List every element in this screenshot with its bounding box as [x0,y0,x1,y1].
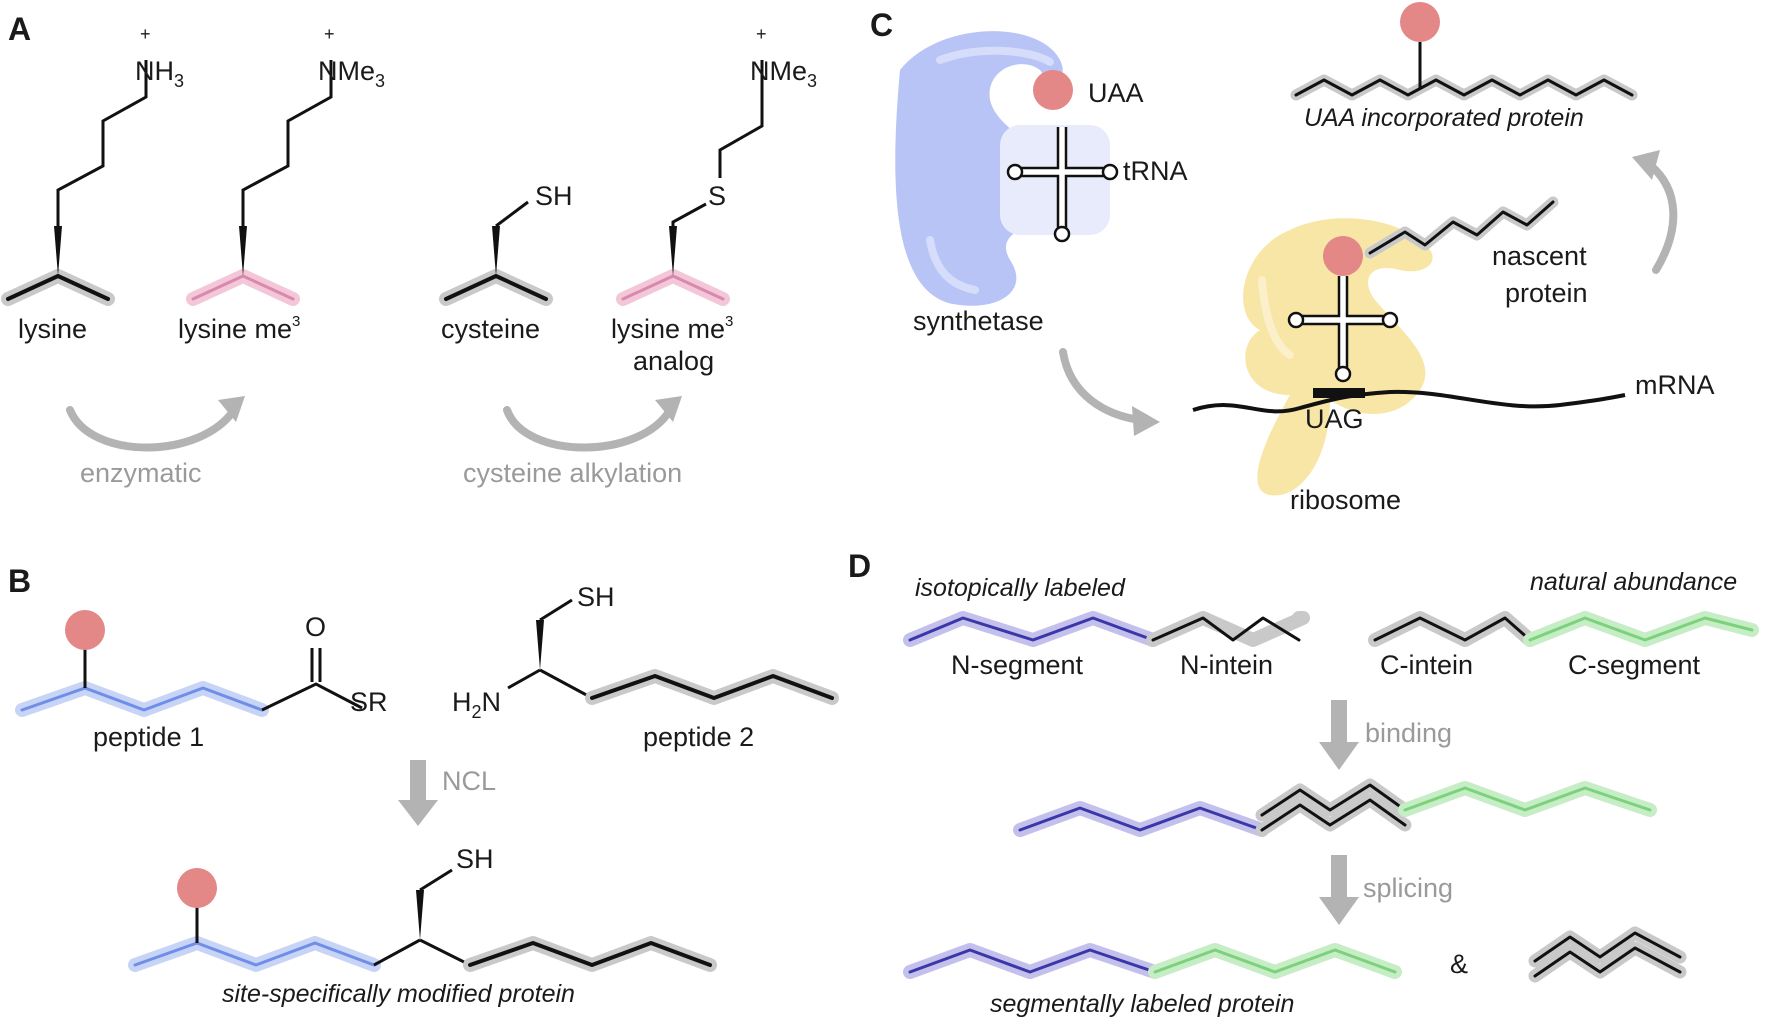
sh-top: SH [577,582,615,612]
panel-label-b: B [8,563,31,599]
panel-b: O SR peptide 1 H2N SH peptide 2 NCL SH s… [15,582,839,1008]
lysine-structure: + NH3 lysine [1,24,184,344]
n-intein-chain [1151,616,1301,642]
sh-group: SH [535,181,573,211]
panel-c: synthetase UAA tRNA UAA incorporated pro… [895,2,1715,515]
product-blue-chain [133,941,376,967]
panel-label-d: D [848,548,871,584]
c-segment-chain [1528,616,1754,642]
lysine-me3-structure: + NMe3 lysine me3 [178,24,385,344]
ncl-arrow [398,800,438,826]
enzymatic-arrowhead [218,396,245,422]
panel-a: + NH3 lysine + NMe3 lysine me3 SH cystei… [1,24,817,488]
synthetase-arrow [1059,348,1144,424]
bound-c-intein [1260,783,1407,817]
nascent-uaa-ball [1323,236,1363,276]
sh-bottom: SH [456,844,494,874]
alkylation-label: cysteine alkylation [463,458,682,488]
product-n-segment [908,948,1157,974]
natural-label: natural abundance [1530,568,1737,596]
uaa-protein-chain [1294,78,1634,97]
bound-c-segment [1403,786,1652,812]
lysine-me3-analog-label: lysine me3 [611,313,733,344]
trna-ribosome [1287,276,1399,383]
nh3-charge: + [140,24,151,44]
product-c-segment [1153,948,1397,974]
thioester-sr: SR [350,687,388,717]
panel-label-a: A [8,11,31,47]
segmental-product-label: segmentally labeled protein [990,990,1294,1018]
protein-label: protein [1505,278,1588,308]
peptide-2-chain [590,674,834,700]
ribosome-label: ribosome [1290,485,1401,515]
peptide-2-label: peptide 2 [643,722,754,752]
cysteine-structure: SH cysteine [439,181,573,344]
analog-label: analog [633,346,714,376]
binding-label: binding [1365,718,1452,748]
excised-intein-upper [1533,931,1682,963]
cysteine-label: cysteine [441,314,540,344]
product-label: site-specifically modified protein [222,980,575,1008]
lysine-me3-analog-structure: S + NMe3 lysine me3 analog [611,24,817,376]
c-intein-label: C-intein [1380,650,1473,680]
panel-d: isotopically labeled natural abundance N… [903,568,1759,1018]
n-segment-chain [908,616,1155,642]
excised-intein-lower [1533,946,1682,978]
nme3-analog-charge: + [756,24,767,44]
n-segment-label: N-segment [951,650,1084,680]
lysine-me3-label: lysine me3 [178,313,300,344]
enzymatic-arrow [66,406,238,452]
alkylation-arrow [503,406,674,452]
binding-arrow [1319,742,1359,770]
nh3-group: NH3 [135,56,184,91]
peptide-1-chain [20,686,264,712]
nme3-analog-group: NMe3 [750,56,817,91]
modification-ball [65,610,105,650]
nascent-label: nascent [1492,241,1587,271]
c-segment-label: C-segment [1568,650,1701,680]
uaa-protein-label: UAA incorporated protein [1304,104,1584,132]
mrna-strand [1192,389,1626,414]
splicing-label: splicing [1363,873,1453,903]
incorporated-uaa-ball [1400,2,1440,42]
ncl-label: NCL [442,766,496,796]
mrna-label: mRNA [1635,370,1715,400]
amine-group: H2N [452,687,501,722]
c-intein-chain [1373,616,1532,642]
trna-label: tRNA [1123,156,1188,186]
sulfur-atom: S [708,181,726,211]
bound-n-segment [1018,806,1264,832]
n-intein-label: N-intein [1180,650,1273,680]
trna-synthetase [1000,125,1119,243]
splicing-arrow [1319,897,1359,925]
product-gray-chain [468,941,712,967]
lysine-label: lysine [18,314,87,344]
nascent-chain [1368,200,1555,255]
ampersand: & [1450,949,1468,979]
uag-codon [1313,388,1365,398]
synthetase-label: synthetase [913,306,1044,336]
panel-label-c: C [870,7,893,43]
isotopic-label: isotopically labeled [915,574,1126,602]
nme3-charge: + [324,24,335,44]
bound-n-intein [1260,798,1407,832]
synthetase-shape [895,31,1063,306]
nme3-group: NMe3 [318,56,385,91]
peptide-1-label: peptide 1 [93,722,204,752]
product-modification-ball [177,868,217,908]
uaa-label: UAA [1088,78,1144,108]
incorporation-arrow [1646,161,1678,274]
uaa-ball [1033,70,1073,110]
carbonyl-oxygen: O [305,612,326,642]
alkylation-arrowhead [655,396,682,422]
product-blue-glow [128,936,381,972]
enzymatic-label: enzymatic [80,458,202,488]
uag-label: UAG [1305,404,1364,434]
